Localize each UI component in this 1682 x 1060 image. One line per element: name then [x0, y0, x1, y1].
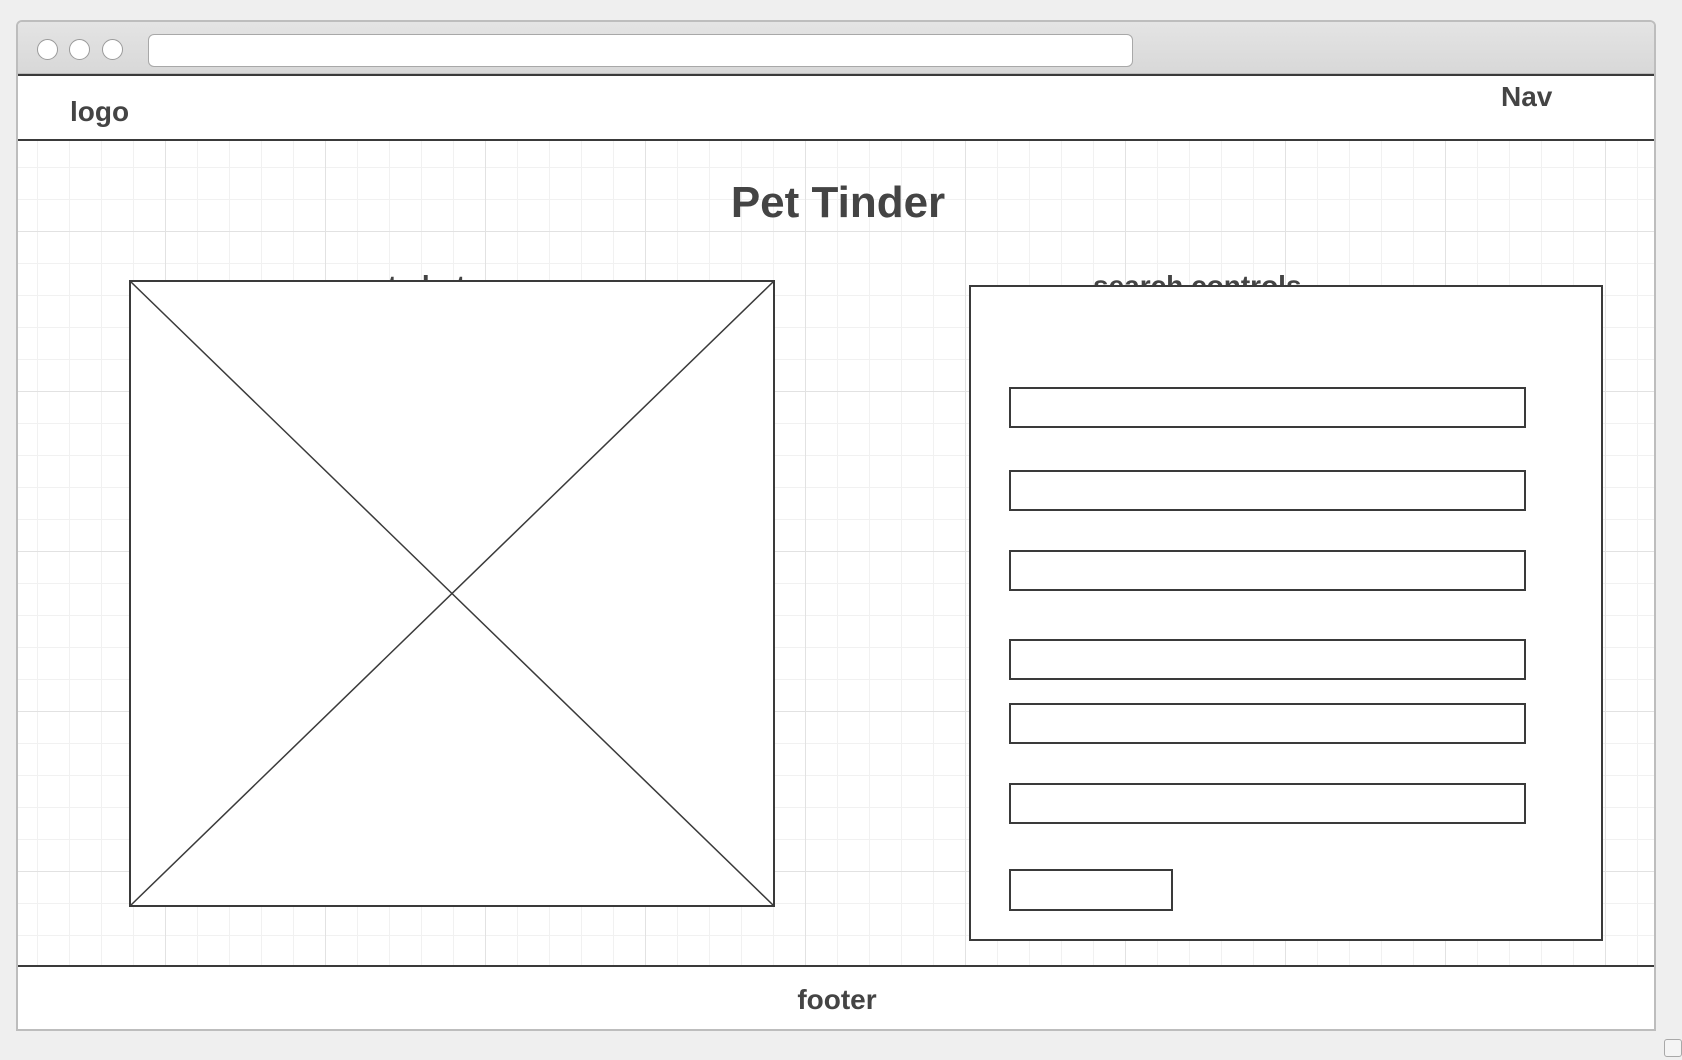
minimize-window-button[interactable] — [69, 39, 90, 60]
address-bar[interactable] — [148, 34, 1133, 67]
pet-photo-placeholder — [129, 280, 775, 907]
search-field-4[interactable] — [1009, 639, 1526, 680]
search-field-6[interactable] — [1009, 783, 1526, 824]
zoom-window-button[interactable] — [102, 39, 123, 60]
search-field-1[interactable] — [1009, 387, 1526, 428]
logo[interactable]: logo — [70, 96, 130, 127]
title-bar — [18, 22, 1654, 74]
page-canvas: logo Nav Pet Tinder pet photo search con… — [18, 74, 1654, 1029]
site-header: logo Nav — [18, 74, 1654, 141]
search-field-3[interactable] — [1009, 550, 1526, 591]
resize-grip-icon[interactable] — [1664, 1039, 1682, 1057]
footer-text: footer — [797, 984, 877, 1015]
search-field-2[interactable] — [1009, 470, 1526, 511]
nav-menu[interactable]: Nav — [1501, 81, 1553, 112]
close-window-button[interactable] — [37, 39, 58, 60]
browser-window: logo Nav Pet Tinder pet photo search con… — [16, 20, 1656, 1031]
search-controls-panel — [969, 285, 1603, 941]
site-footer: footer — [18, 965, 1654, 1029]
search-submit-button[interactable] — [1009, 869, 1173, 911]
search-field-5[interactable] — [1009, 703, 1526, 744]
image-placeholder-icon — [131, 282, 773, 905]
page-title: Pet Tinder — [730, 178, 946, 227]
